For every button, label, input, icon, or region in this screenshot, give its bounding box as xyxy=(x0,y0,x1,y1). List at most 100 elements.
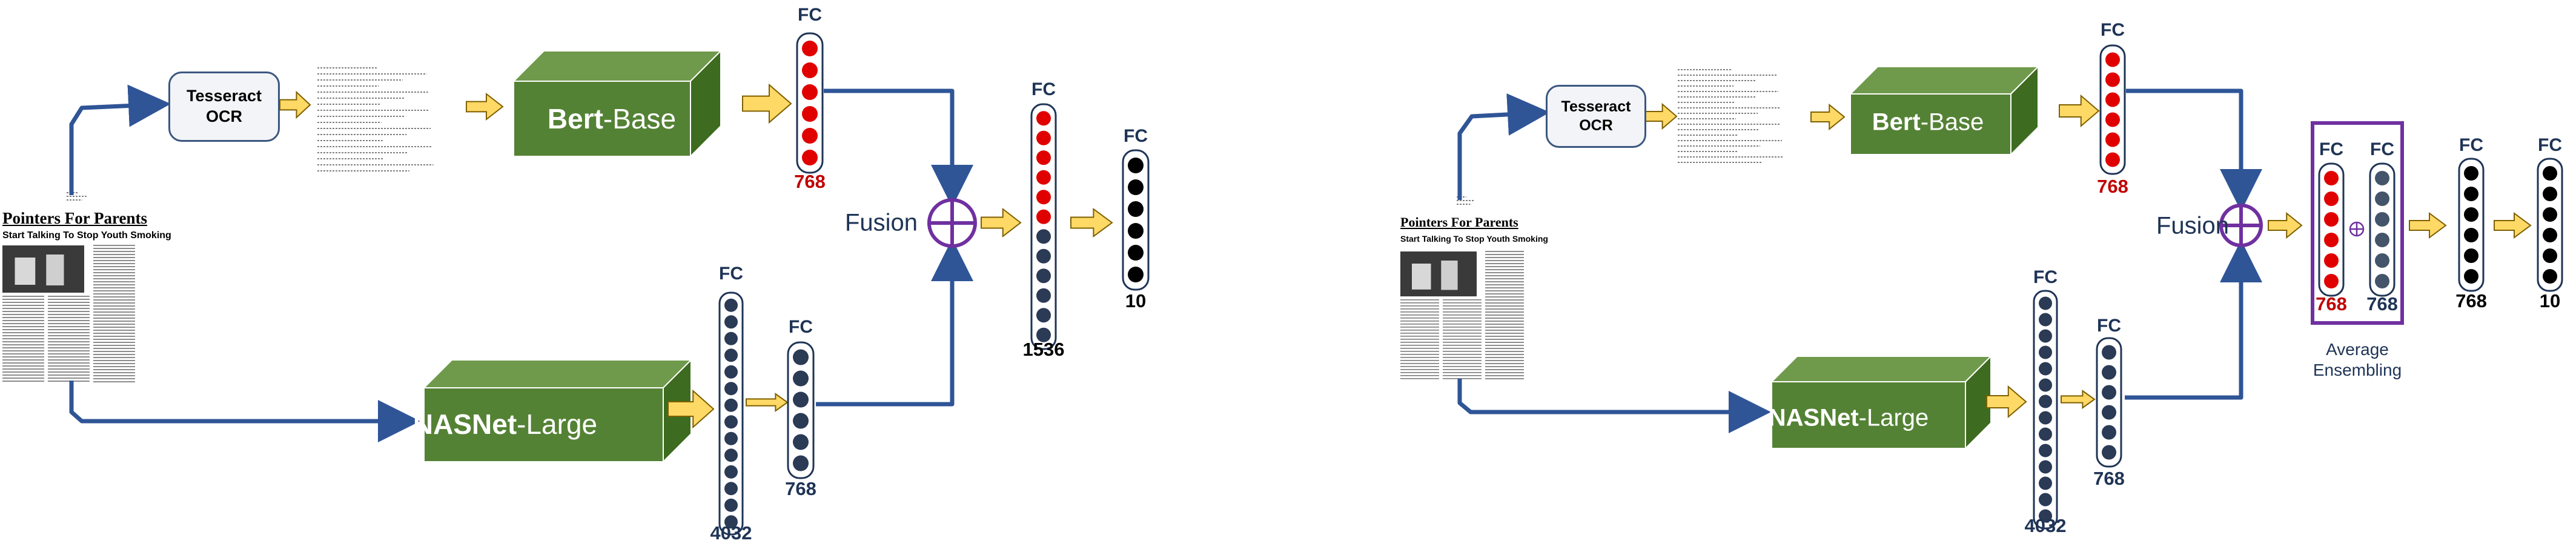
fused-fc-column-left-node xyxy=(1036,111,1051,125)
ensemble-fc-b-dim: 768 xyxy=(2366,293,2398,315)
block-arrow-ens-to-fc-right xyxy=(2409,213,2446,238)
ensemble-fc-b-column-node xyxy=(2375,212,2389,227)
fused-fc-column-left-node xyxy=(1036,210,1051,224)
output-fc-column-right-node xyxy=(2543,187,2557,201)
block-arrow-fc-large-to-small-right xyxy=(2061,391,2094,408)
nasnet-fc-large-right-node xyxy=(2039,379,2052,392)
bert-fc-column-left-node xyxy=(802,128,818,144)
arrow-bert-to-fusion-right xyxy=(2126,91,2241,203)
ocr-box-left: TesseractOCR xyxy=(168,72,280,142)
block-arrow-fc-large-to-small-left xyxy=(746,394,787,411)
after-fc-dim-right: 768 xyxy=(2455,290,2487,312)
after-fc-column-right-node xyxy=(2464,207,2478,222)
nasnet-fc-large-right-node xyxy=(2039,411,2052,425)
nasnet-box-right xyxy=(1772,356,1991,448)
ensemble-caption-line1: Average xyxy=(2326,340,2389,359)
output-fc-title-left: FC xyxy=(1124,126,1148,147)
nasnet-fc-large-right-node xyxy=(2039,444,2052,458)
nasnet-fc-small-right xyxy=(2097,338,2121,467)
fused-fc-column-left-node xyxy=(1036,190,1051,204)
nasnet-fc-large-left-node xyxy=(724,399,738,412)
nasnet-fc-large-right-node xyxy=(2039,346,2052,359)
nasnet-fc-large-dim-left: 4032 xyxy=(710,522,752,544)
fused-fc-title-left: FC xyxy=(1031,79,1056,100)
nasnet-fc-large-left-node xyxy=(724,315,738,328)
document-thumbnail-right-photo-hi xyxy=(1412,264,1431,290)
fused-fc-column-left-node xyxy=(1036,308,1051,322)
nasnet-fc-large-right-node xyxy=(2039,428,2052,441)
nasnet-fc-small-right-node xyxy=(2102,425,2116,440)
nasnet-fc-small-left-node xyxy=(793,456,809,471)
arrow-nasnet-to-fusion-left xyxy=(816,247,952,404)
after-fc-column-right xyxy=(2459,159,2483,291)
after-fc-column-right-node xyxy=(2464,228,2478,242)
ensemble-fc-a-column-node xyxy=(2324,171,2339,185)
nasnet-fc-small-left-node xyxy=(793,434,809,450)
nasnet-fc-small-right-node xyxy=(2102,345,2116,360)
nasnet-fc-large-title-left: FC xyxy=(719,264,743,284)
nasnet-fc-large-left-node xyxy=(724,499,738,512)
nasnet-fc-large-right xyxy=(2034,291,2057,528)
after-fc-column-right-node xyxy=(2464,187,2478,201)
nasnet-fc-large-left xyxy=(720,293,743,534)
ocr-line1: Tesseract xyxy=(1561,98,1631,115)
nasnet-fc-large-left-node xyxy=(724,348,738,362)
ocr-box-right: TesseractOCR xyxy=(1546,85,1646,148)
bert-label-left: Bert-Base xyxy=(548,102,676,135)
nasnet-fc-large-right-node xyxy=(2039,313,2052,327)
nasnet-fc-large-left-node xyxy=(724,299,738,312)
nasnet-bold: NASNet xyxy=(413,408,517,440)
nasnet-fc-small-title-right: FC xyxy=(2097,316,2121,336)
ensemble-fc-b-title: FC xyxy=(2370,139,2394,160)
output-fc-column-right xyxy=(2538,159,2562,291)
after-fc-column-right-node xyxy=(2464,248,2478,263)
document-thumbnail-left-photo-hi2 xyxy=(46,255,64,285)
fusion-label-right: Fusion xyxy=(2156,213,2229,240)
ocr-line1: Tesseract xyxy=(187,87,262,105)
ensemble-fc-b-column xyxy=(2370,164,2394,296)
arrow-nasnet-to-fusion-right xyxy=(2125,248,2241,398)
block-arrow-nasnet-to-fc-right xyxy=(1987,387,2026,417)
nasnet-fc-large-title-right: FC xyxy=(2033,267,2058,288)
nasnet-fc-small-dim-right: 768 xyxy=(2093,468,2125,490)
ensemble-fc-b-column-node xyxy=(2375,191,2389,206)
bert-fc-column-left-node xyxy=(802,62,818,78)
nasnet-fc-small-left-node xyxy=(793,392,809,408)
ensemble-fc-b-column-node xyxy=(2375,253,2389,268)
ensemble-fc-a-column-node xyxy=(2324,253,2339,268)
nasnet-fc-small-left-node xyxy=(793,413,809,429)
ensemble-fc-a-column-node xyxy=(2324,191,2339,206)
ensemble-fc-b-column-node xyxy=(2375,233,2389,247)
bert-fc-column-right-node xyxy=(2105,73,2120,87)
nasnet-fc-large-left-node xyxy=(724,448,738,462)
bert-fc-column-left-node xyxy=(802,106,818,122)
arrow-doc-to-nasnet-left xyxy=(71,381,412,421)
nasnet-fc-large-right-node xyxy=(2039,493,2052,507)
fused-fc-column-left xyxy=(1031,104,1056,349)
bert-box-right-top xyxy=(1850,67,2038,94)
document-thumbnail-left-photo xyxy=(2,245,84,293)
bert-fc-dim-left: 768 xyxy=(794,171,826,193)
ensemble-caption-line2: Ensembling xyxy=(2313,361,2402,379)
fused-fc-column-left-node xyxy=(1036,249,1051,264)
ocr-text-lines-right xyxy=(1678,70,1783,162)
ensemble-fc-a-title: FC xyxy=(2319,139,2343,160)
document-thumbnail-right-photo xyxy=(1400,251,1477,296)
output-fc-column-left-node xyxy=(1128,158,1144,173)
ocr-line2: OCR xyxy=(206,107,242,125)
fused-fc-column-left-node xyxy=(1036,170,1051,185)
block-arrow-text-to-bert-left xyxy=(466,94,503,119)
block-arrow-fusion-to-ens-right xyxy=(2268,213,2302,238)
after-fc-column-right-node xyxy=(2464,166,2478,181)
bert-fc-column-right-node xyxy=(2105,53,2120,67)
output-fc-column-left-node xyxy=(1128,179,1144,195)
nasnet-box-right-top xyxy=(1772,356,1991,382)
nasnet-fc-large-right-frame xyxy=(2034,291,2057,528)
nasnet-fc-large-right-node xyxy=(2039,461,2052,474)
arrow-doc-to-ocr-left xyxy=(71,104,162,195)
nasnet-fc-large-right-node xyxy=(2039,330,2052,343)
block-arrow-fused-to-out-left xyxy=(1071,209,1112,236)
nasnet-label-right: NASNet-Large xyxy=(1769,405,1929,432)
nasnet-fc-large-right-node xyxy=(2039,362,2052,376)
bert-box-left-top xyxy=(514,51,721,81)
